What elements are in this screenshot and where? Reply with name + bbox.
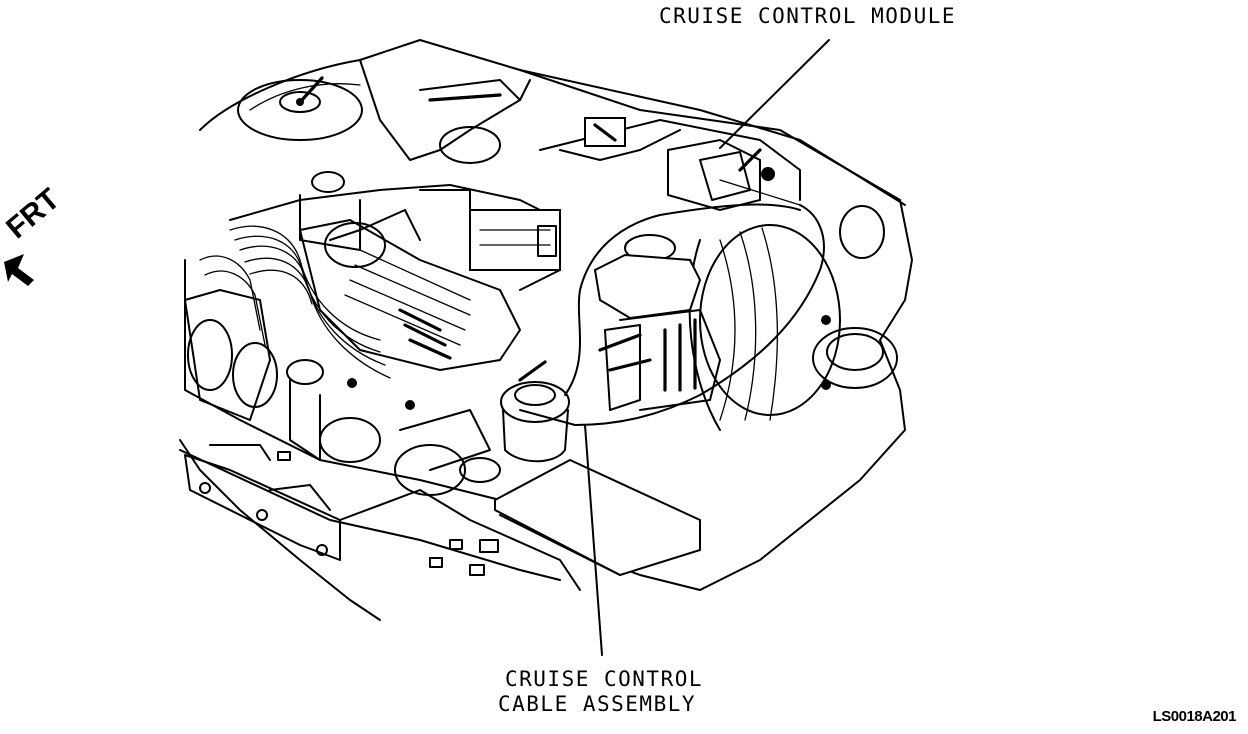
engine-block bbox=[229, 184, 561, 371]
firewall-connector bbox=[559, 117, 681, 161]
cruise-servo bbox=[500, 360, 570, 463]
front-arrow-icon bbox=[4, 254, 34, 286]
coolant-reservoir bbox=[299, 171, 361, 251]
battery bbox=[494, 458, 701, 577]
brake-booster bbox=[688, 224, 841, 431]
cruise-control-module bbox=[667, 138, 801, 212]
figure-code: LS0018A201 bbox=[1152, 708, 1237, 725]
cruise-control-cable bbox=[519, 203, 825, 426]
leader-line-cable bbox=[584, 424, 603, 656]
radiator-support bbox=[184, 444, 581, 591]
strut-tower-left bbox=[237, 76, 363, 141]
spark-plug-wires bbox=[199, 225, 391, 379]
leader-line-module bbox=[719, 39, 830, 149]
master-cylinder bbox=[593, 234, 721, 411]
cruise-control-module-label: CRUISE CONTROL MODULE bbox=[659, 4, 957, 28]
air-intake bbox=[359, 59, 531, 164]
cable-assembly-label-line2: CABLE ASSEMBLY bbox=[498, 692, 697, 716]
fender-opening bbox=[839, 205, 885, 259]
cable-assembly-label-line1: CRUISE CONTROL bbox=[505, 667, 704, 691]
